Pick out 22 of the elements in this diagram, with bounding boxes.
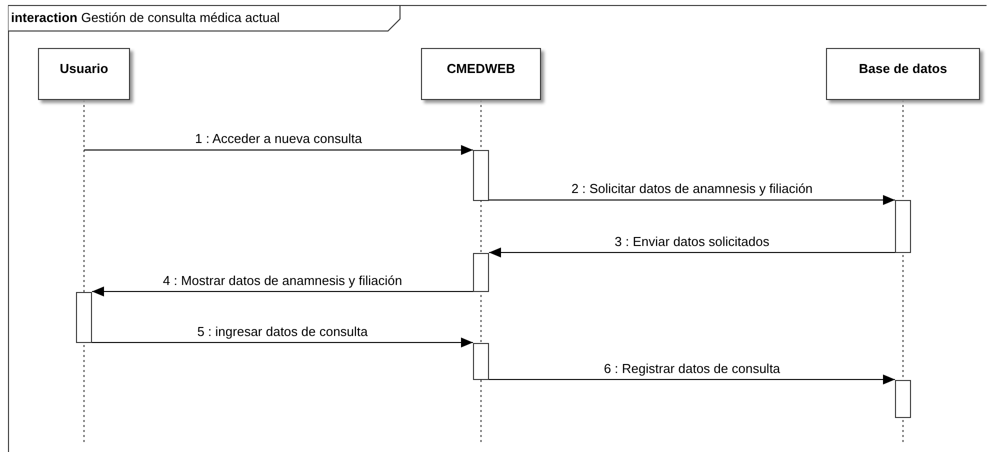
- activation-bar: [895, 200, 911, 253]
- message-arrow: [488, 248, 896, 258]
- lifeline-header: CMEDWEB: [421, 48, 541, 100]
- activation-bar: [473, 150, 489, 201]
- lifeline-header: Base de datos: [826, 48, 980, 100]
- message-label: 4 : Mostrar datos de anamnesis y filiación: [160, 272, 404, 288]
- message-label: 3 : Enviar datos solicitados: [612, 234, 772, 248]
- activation-bar: [76, 292, 92, 343]
- message-arrow: [92, 286, 474, 296]
- message-label: 2 : Solicitar datos de anamnesis y filiación: [569, 181, 815, 196]
- activation-bar: [895, 380, 911, 418]
- message-arrow: [84, 145, 474, 155]
- message-label: 1 : Acceder a nueva consulta: [193, 131, 364, 146]
- activation-bar: [473, 343, 489, 380]
- message-label: 5 : ingresar datos de consulta: [195, 324, 370, 338]
- lifeline-header: Usuario: [38, 48, 130, 100]
- activation-bar: [473, 253, 489, 292]
- frame-title: interaction Gestión de consulta médica actual: [11, 10, 280, 25]
- message-label: 6 : Registrar datos de consulta: [602, 360, 782, 376]
- message-arrow: [488, 374, 896, 384]
- message-arrow: [488, 195, 896, 205]
- message-arrow: [92, 338, 474, 348]
